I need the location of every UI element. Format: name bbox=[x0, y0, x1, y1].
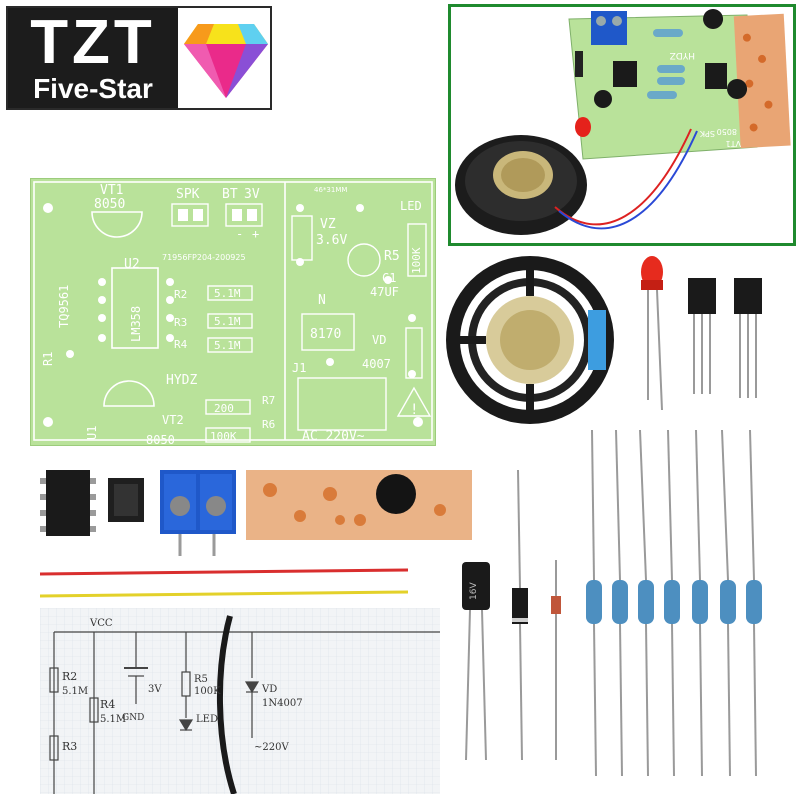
sch-led: LED bbox=[196, 714, 218, 725]
sch-gnd: GND bbox=[122, 713, 144, 723]
dip8-chip bbox=[40, 470, 96, 536]
u1-label: U1 bbox=[85, 426, 99, 440]
red-led bbox=[641, 256, 663, 411]
resistor bbox=[720, 429, 736, 777]
sch-r5: R5 bbox=[194, 674, 208, 685]
assembled-kit-illustration: HYDZ SPK 8050 VT1 bbox=[455, 9, 791, 235]
sound-module bbox=[246, 470, 472, 540]
photo-hydz-label: HYDZ bbox=[670, 50, 695, 60]
vt1-part-label: 8050 bbox=[94, 197, 125, 212]
diode bbox=[512, 469, 528, 761]
vd-value-label: 4007 bbox=[362, 357, 391, 371]
capacitor-rating: 16V bbox=[469, 582, 479, 600]
bt-minus-label: - bbox=[236, 227, 243, 241]
n-label: N bbox=[318, 293, 326, 308]
r5-value-label: 100K bbox=[410, 247, 423, 274]
vt1-label: VT1 bbox=[100, 183, 123, 198]
r3-label: R3 bbox=[174, 316, 187, 329]
logo-main-text: TZT bbox=[30, 8, 156, 77]
c1-value-label: 47UF bbox=[370, 285, 399, 299]
r4-value-label: 5.1M bbox=[214, 339, 241, 352]
vt2-label: VT2 bbox=[162, 413, 184, 427]
sch-r4: R4 bbox=[100, 698, 115, 711]
r2-value-label: 5.1M bbox=[214, 287, 241, 300]
vz-value-label: 3.6V bbox=[316, 233, 347, 248]
tq-label: TQ9561 bbox=[57, 285, 71, 328]
sch-r2-value: 5.1M bbox=[62, 686, 88, 697]
optocoupler bbox=[108, 478, 144, 522]
diamond-icon bbox=[184, 24, 268, 98]
part-8170-label: 8170 bbox=[310, 327, 341, 342]
bt-voltage-label: 3V bbox=[244, 187, 260, 202]
assembled-kit-photo: HYDZ SPK 8050 VT1 bbox=[448, 4, 796, 246]
ac-voltage-label: AC 220V~ bbox=[302, 429, 365, 444]
r6-label: R6 bbox=[262, 418, 275, 431]
hydz-label: HYDZ bbox=[166, 373, 197, 388]
vt2-part-label: 8050 bbox=[146, 433, 175, 446]
bt-plus-label: + bbox=[252, 227, 259, 241]
sch-ac: ~220V bbox=[254, 742, 289, 753]
electrolytic-capacitor: 16V bbox=[462, 562, 490, 761]
screw-terminal bbox=[160, 470, 236, 556]
r7-label: R7 bbox=[262, 394, 275, 407]
transistor bbox=[688, 278, 716, 394]
resistor bbox=[612, 429, 628, 777]
u2-label: U2 bbox=[124, 257, 140, 272]
sch-r2: R2 bbox=[62, 670, 77, 683]
sch-vd-value: 1N4007 bbox=[262, 698, 303, 709]
sch-r4-value: 5.1M bbox=[100, 714, 126, 725]
r6-value-label: 100K bbox=[210, 430, 237, 443]
warning-icon: ! bbox=[410, 402, 418, 418]
sch-r5-value: 100K bbox=[194, 686, 221, 697]
sch-r3: R3 bbox=[62, 740, 77, 753]
vd-label: VD bbox=[372, 333, 386, 347]
zener-diode bbox=[551, 560, 561, 760]
vz-label: VZ bbox=[320, 217, 336, 232]
sch-vd: VD bbox=[261, 684, 277, 695]
r3-value-label: 5.1M bbox=[214, 315, 241, 328]
logo-sub-text: Five-Star bbox=[33, 73, 153, 104]
r4-label: R4 bbox=[174, 338, 188, 351]
schematic-sheet: VCC R2 5.1M R4 5.1M R3 3V GND R5 100K LE… bbox=[40, 608, 440, 794]
resistor bbox=[746, 429, 762, 777]
resistor bbox=[692, 429, 708, 777]
wires bbox=[39, 568, 409, 598]
speaker bbox=[446, 256, 614, 424]
photo-spk-label: SPK bbox=[699, 129, 715, 138]
bt-label: BT bbox=[222, 187, 238, 202]
transistor bbox=[734, 278, 762, 398]
board-serial: 71956FP204-200925 bbox=[162, 253, 246, 262]
sch-vcc: VCC bbox=[89, 618, 113, 629]
spk-label: SPK bbox=[176, 187, 200, 202]
photo-8050-label: 8050 bbox=[717, 127, 737, 136]
board-size: 46*31MM bbox=[314, 186, 347, 194]
r1-label: R1 bbox=[41, 352, 55, 366]
resistor bbox=[638, 429, 654, 777]
resistor bbox=[586, 429, 602, 777]
pcb-board: VT1 8050 SPK BT 3V - + 71956FP204-200925… bbox=[30, 178, 436, 446]
brand-logo: TZT Five-Star bbox=[6, 6, 272, 110]
photo-vt1-label: VT1 bbox=[726, 139, 741, 148]
r7-value-label: 200 bbox=[214, 402, 234, 415]
logo-dark-panel bbox=[8, 8, 178, 108]
r5-label: R5 bbox=[384, 249, 400, 264]
led-label: LED bbox=[400, 199, 422, 213]
resistor bbox=[664, 429, 680, 777]
c1-label: C1 bbox=[382, 271, 396, 285]
r2-label: R2 bbox=[174, 288, 187, 301]
sch-battery: 3V bbox=[148, 684, 162, 695]
lm358-label: LM358 bbox=[129, 306, 143, 342]
j1-label: J1 bbox=[292, 361, 306, 375]
